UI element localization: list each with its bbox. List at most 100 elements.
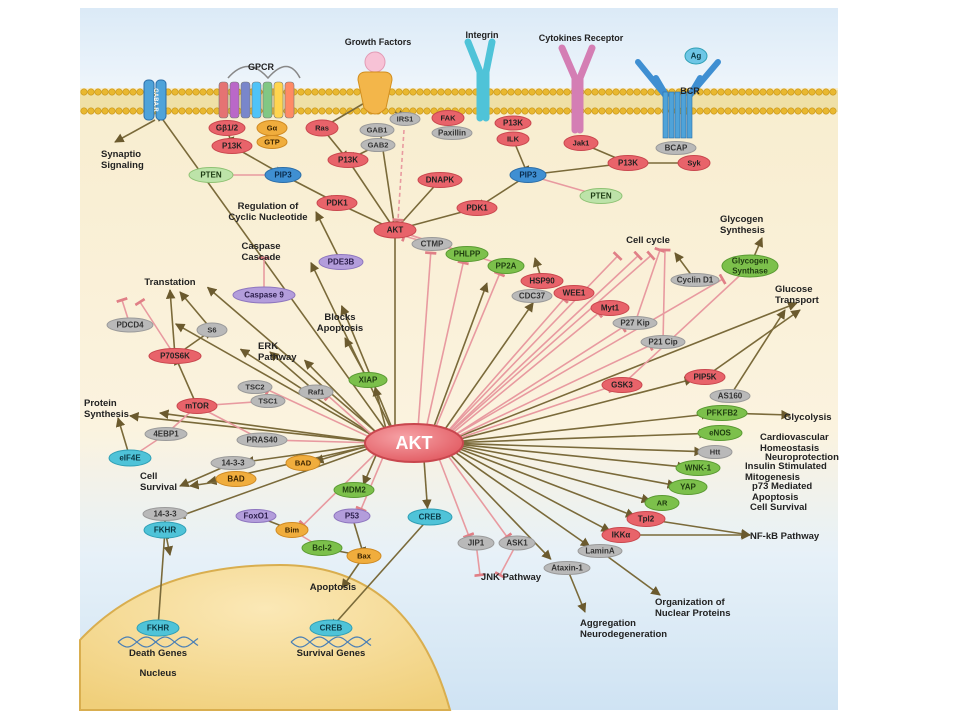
node-mtor: mTOR — [176, 398, 218, 414]
node-wee1: WEE1 — [553, 285, 595, 301]
inhibition-link — [392, 129, 405, 222]
node-lamina: LaminA — [577, 544, 623, 558]
inhibition-link — [274, 434, 367, 446]
activation-link — [704, 309, 801, 378]
svg-text:AKT: AKT — [387, 226, 404, 235]
node-ilk: ILK — [496, 131, 530, 147]
node-gab1: GAB1 — [359, 123, 395, 137]
svg-text:Ataxin-1: Ataxin-1 — [551, 564, 583, 573]
inhibition-link — [435, 270, 506, 427]
node-p53: P53 — [333, 508, 371, 524]
svg-text:Bim: Bim — [285, 526, 300, 535]
svg-text:Nucleus: Nucleus — [140, 668, 177, 679]
svg-text:WNK-1: WNK-1 — [685, 464, 712, 473]
node-ga: Gα — [256, 120, 288, 136]
inhibition-link — [459, 381, 612, 439]
svg-text:PDE3B: PDE3B — [328, 258, 355, 267]
node-ebp1: 4EBP1 — [144, 427, 188, 441]
svg-text:Apoptosis: Apoptosis — [310, 582, 356, 593]
svg-text:Bcl-2: Bcl-2 — [312, 544, 332, 553]
node-p13k-gpcr: P13K — [211, 138, 253, 154]
svg-text:CREB: CREB — [320, 624, 343, 633]
svg-text:Growth Factors: Growth Factors — [345, 37, 412, 47]
svg-text:Aggregation: Aggregation — [580, 618, 636, 629]
label-translation: Transtation — [144, 277, 195, 288]
svg-text:ERK: ERK — [258, 341, 278, 352]
svg-text:BCR: BCR — [680, 86, 700, 96]
svg-text:FKHR: FKHR — [147, 624, 169, 633]
inhibition-link — [458, 339, 654, 437]
inhibition-link — [450, 250, 643, 432]
activation-link — [330, 516, 431, 629]
svg-text:mTOR: mTOR — [185, 402, 209, 411]
node-pten-l: PTEN — [188, 167, 234, 183]
node-tsc2: TSC2 — [237, 380, 273, 394]
svg-text:Glycolysis: Glycolysis — [784, 412, 832, 423]
activation-link — [340, 305, 393, 427]
svg-text:JNK Pathway: JNK Pathway — [481, 572, 542, 583]
node-fkhr: FKHR — [143, 521, 187, 539]
inhibition-link — [447, 455, 513, 542]
svg-text:MDM2: MDM2 — [342, 486, 366, 495]
svg-text:NF-kB Pathway: NF-kB Pathway — [750, 531, 820, 542]
activation-link — [157, 529, 170, 629]
node-gb12: Gβ1/2 — [208, 120, 246, 136]
node-tsc1: TSC1 — [250, 394, 286, 408]
svg-text:GPCR: GPCR — [248, 62, 275, 72]
svg-text:JIP1: JIP1 — [468, 539, 485, 548]
svg-text:BAD: BAD — [295, 459, 312, 468]
svg-text:HSP90: HSP90 — [529, 277, 555, 286]
node-pdcd4: PDCD4 — [106, 317, 154, 333]
svg-text:Gα: Gα — [267, 124, 278, 133]
node-hsp90: HSP90 — [520, 273, 564, 289]
node-creb-n: CREB — [309, 619, 353, 637]
activation-link — [303, 359, 376, 433]
node-akt: AKT — [364, 423, 464, 463]
inhibition-link — [426, 260, 469, 425]
svg-text:Tpl2: Tpl2 — [638, 515, 655, 524]
svg-text:Protein: Protein — [84, 398, 117, 409]
dna-icon — [290, 636, 372, 648]
svg-text:Integrin: Integrin — [466, 30, 499, 40]
svg-text:XIAP: XIAP — [359, 376, 378, 385]
node-foxo1: FoxO1 — [235, 509, 277, 523]
label-cell-survival-r: Cell Survival — [750, 502, 807, 513]
node-akt-small: AKT — [373, 221, 417, 239]
activation-link — [599, 550, 661, 596]
svg-text:PP2A: PP2A — [496, 262, 517, 271]
activation-link — [243, 444, 367, 466]
activation-link — [165, 289, 176, 357]
svg-text:P27 Kip: P27 Kip — [620, 319, 649, 328]
svg-text:Glycogen: Glycogen — [720, 214, 763, 225]
svg-text:ILK: ILK — [507, 135, 520, 144]
node-p21: P21 Cip — [640, 335, 686, 349]
activation-link — [460, 446, 652, 504]
svg-text:Signaling: Signaling — [101, 160, 144, 171]
label-glycolysis: Glycolysis — [784, 412, 832, 423]
svg-text:ASK1: ASK1 — [506, 539, 528, 548]
svg-text:Cascade: Cascade — [241, 252, 280, 263]
node-p13k-int: P13K — [494, 115, 532, 131]
activation-link — [461, 445, 678, 489]
node-caspase9: Caspase 9 — [232, 286, 296, 304]
activation-link — [458, 301, 798, 438]
node-s6: S6 — [196, 322, 228, 338]
svg-text:Caspase 9: Caspase 9 — [244, 291, 284, 300]
svg-text:Insulin Stimulated: Insulin Stimulated — [745, 461, 827, 472]
growth-factor-receptor: Growth Factors — [345, 37, 412, 115]
svg-text:AS160: AS160 — [718, 392, 743, 401]
svg-text:CTMP: CTMP — [421, 240, 444, 249]
activation-link — [347, 159, 396, 231]
node-jip1: JIP1 — [457, 535, 495, 551]
inhibition-link — [453, 307, 604, 433]
svg-text:Glucose: Glucose — [775, 284, 813, 295]
